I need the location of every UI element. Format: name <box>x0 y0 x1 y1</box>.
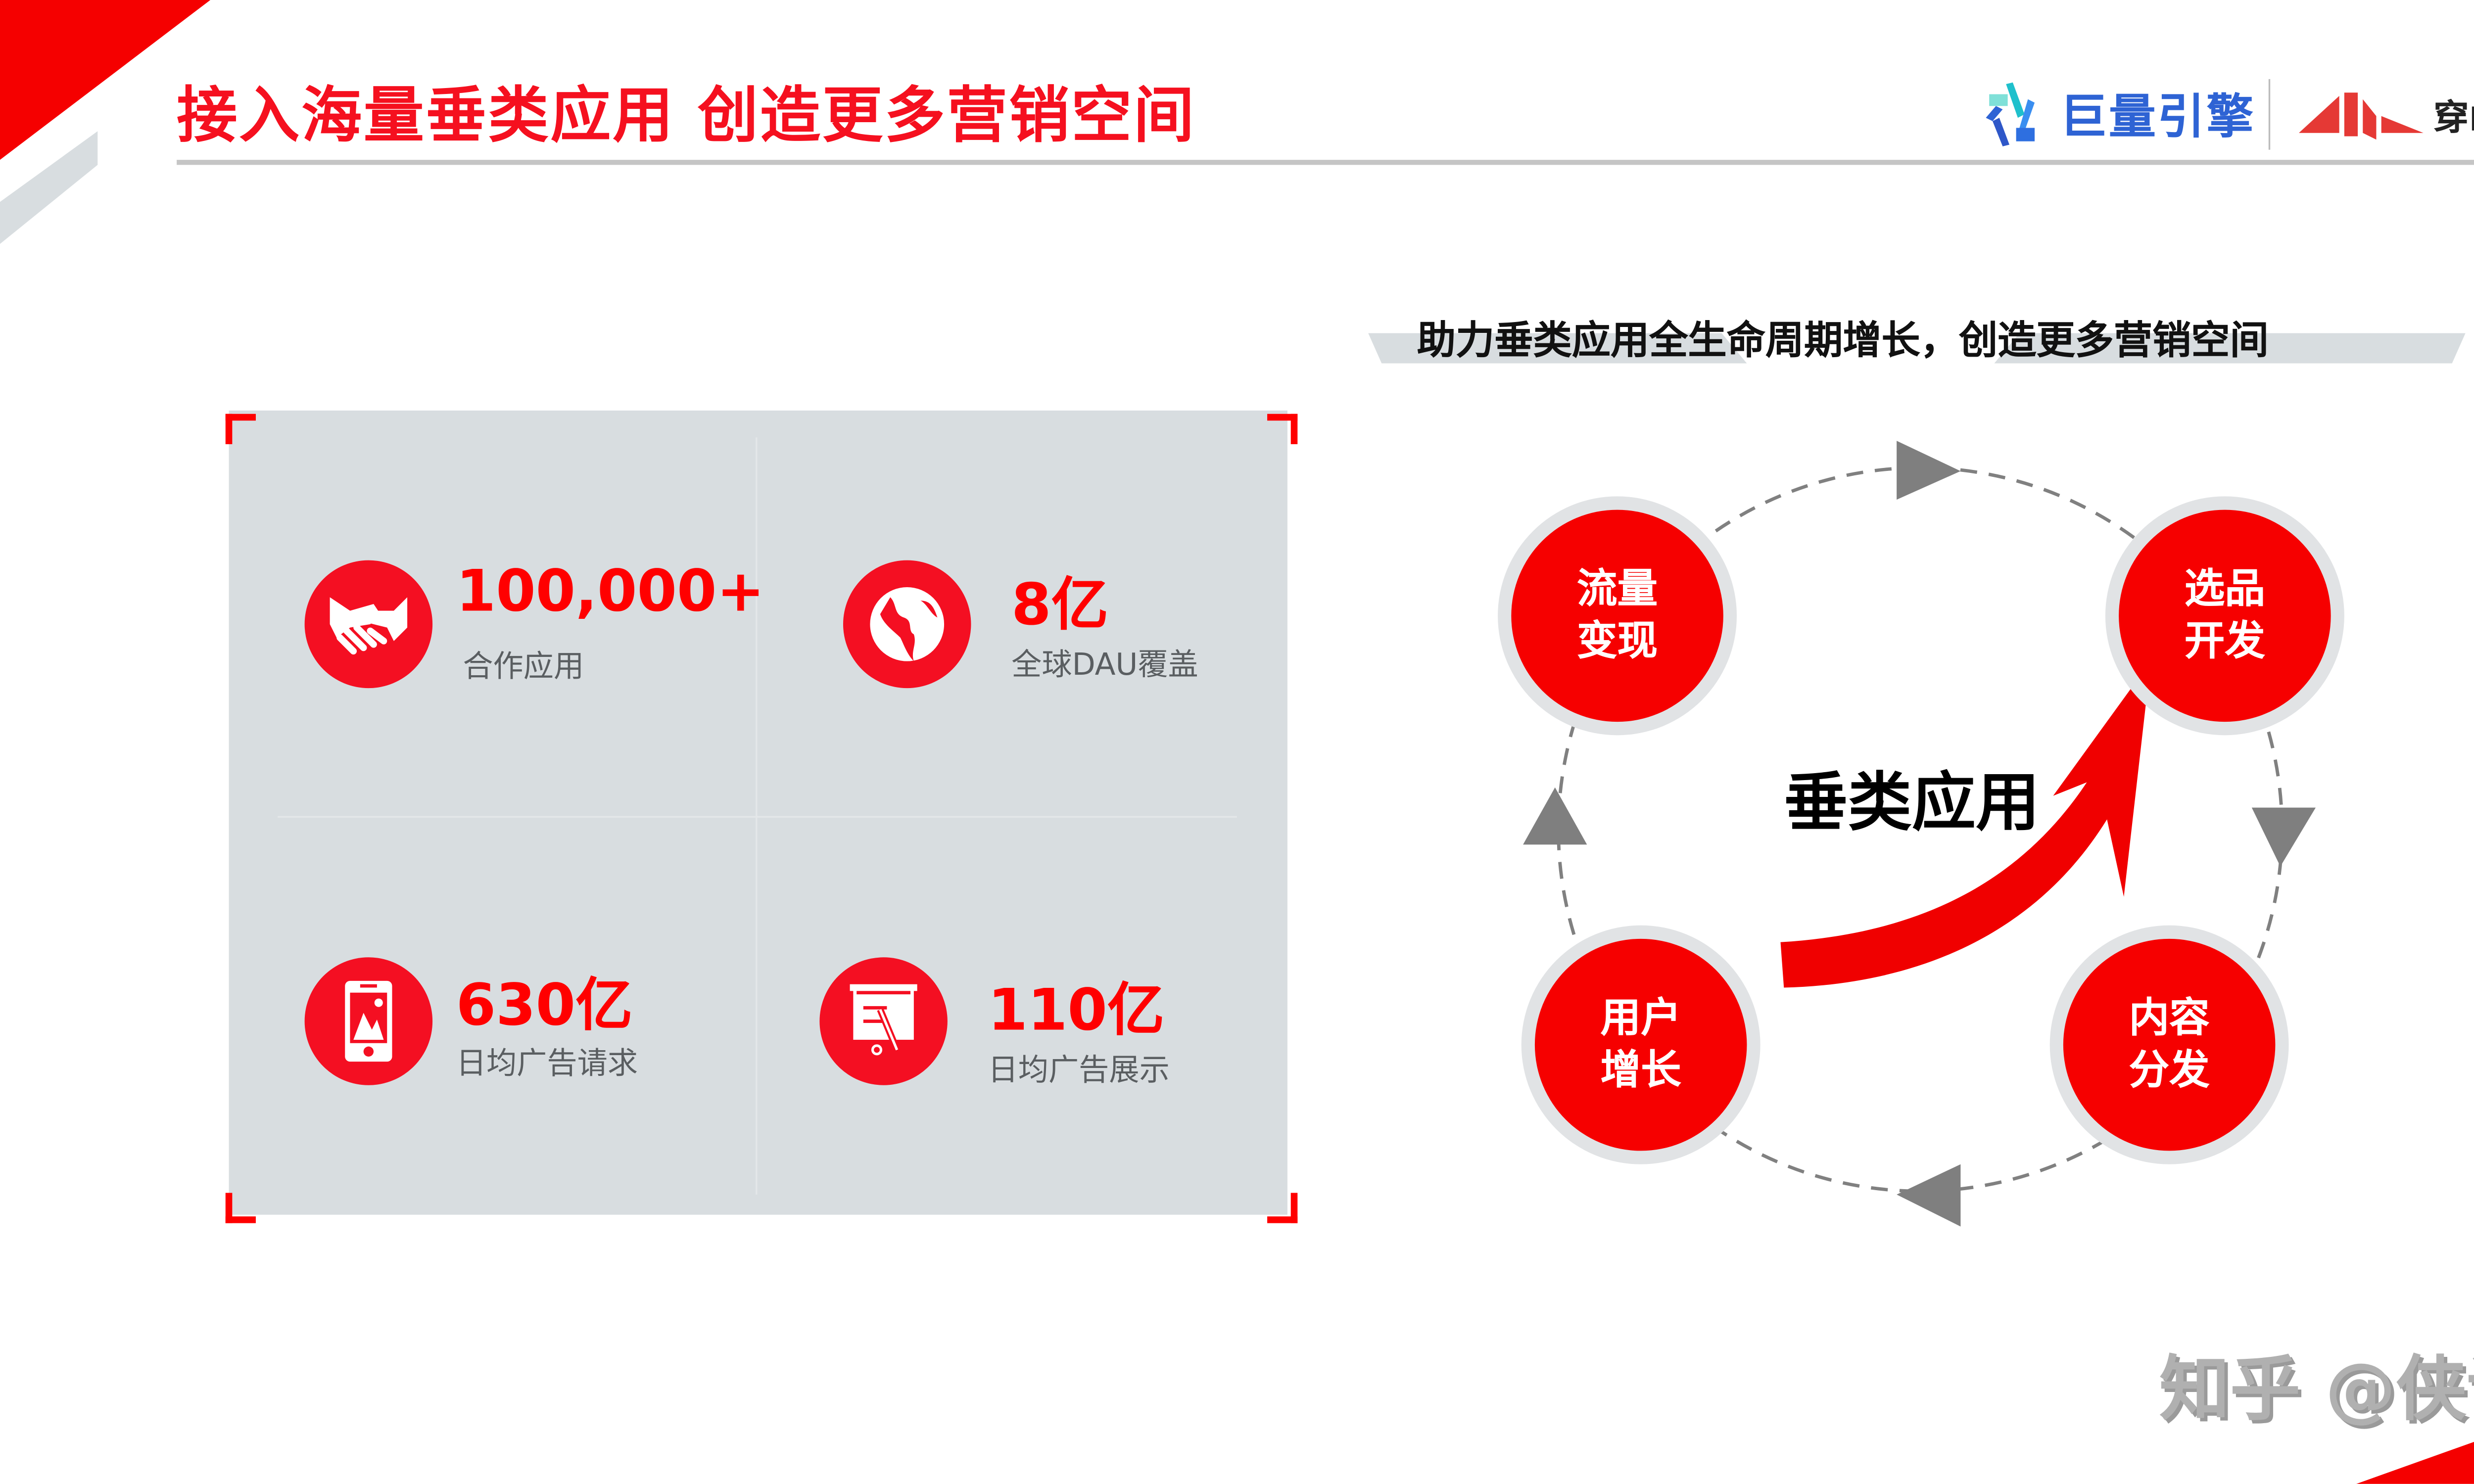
stat-label-apps: 合作应用 <box>463 649 584 685</box>
globe-icon <box>843 560 971 689</box>
stat-value-impressions: 110亿 <box>988 977 1165 1045</box>
stat-label-requests: 日均广告请求 <box>456 1046 638 1082</box>
node-label-line2: 变现 <box>1576 617 1658 665</box>
page-title: 接入海量垂类应用 创造更多营销空间 <box>177 82 1196 152</box>
corner-bracket-br <box>1267 1193 1298 1223</box>
stat-label-impressions: 日均广告展示 <box>988 1053 1170 1089</box>
arrow-down-icon <box>2251 807 2316 867</box>
node-label-line1: 流量 <box>1576 565 1658 613</box>
watermark: 知乎 @侠说 <box>2159 1347 2474 1431</box>
panel-divider-horizontal <box>278 816 1237 818</box>
node-label-line1: 用户 <box>1600 994 1681 1042</box>
header-divider <box>177 160 2474 165</box>
node-label-line2: 增长 <box>1600 1046 1681 1094</box>
logo-juliang-engine: 巨量引擎 <box>1983 81 2255 148</box>
node-content-distribution: 内容分发 <box>2063 938 2276 1151</box>
projector-screen-icon <box>819 957 948 1085</box>
node-product-development: 选品开发 <box>2119 510 2331 722</box>
stat-value-apps: 100,000+ <box>456 558 765 626</box>
logo-separator <box>2268 79 2271 150</box>
subtitle-band-right <box>1994 333 2466 370</box>
corner-bracket-tl <box>225 414 256 444</box>
arrow-up-icon <box>1523 787 1587 845</box>
corner-bracket-bl <box>225 1193 256 1223</box>
stat-value-requests: 630亿 <box>456 972 633 1040</box>
chuanshanjia-mountain-icon <box>2299 93 2424 140</box>
logo-chuanshanjia: 穿山甲 <box>2299 91 2474 141</box>
cycle-ring <box>1523 441 2316 1227</box>
node-label-line2: 分发 <box>2129 1046 2210 1094</box>
corner-stripes-bottom-right <box>2347 1424 2474 1484</box>
handshake-icon <box>304 560 433 689</box>
node-traffic-monetization: 流量变现 <box>1511 510 1723 722</box>
arrow-right-icon <box>1897 441 1961 500</box>
node-label-line1: 选品 <box>2184 565 2266 613</box>
cycle-subtitle: 助力垂类应用全生命周期增长，创造更多营销空间 <box>1417 320 2269 364</box>
logo-juliang-text: 巨量引擎 <box>2060 89 2255 145</box>
logo-chuanshanjia-text: 穿山甲 <box>2433 97 2474 138</box>
corner-stripes-top-left <box>0 0 211 244</box>
node-label-line1: 内容 <box>2129 994 2210 1042</box>
stats-panel <box>229 410 1287 1215</box>
stat-label-dau: 全球DAU覆盖 <box>1011 648 1198 683</box>
node-user-growth: 用户增长 <box>1534 938 1747 1151</box>
node-label-line2: 开发 <box>2184 617 2266 665</box>
juliang-logo-icon <box>1986 82 2035 146</box>
corner-bracket-tr <box>1267 414 1298 444</box>
smartphone-image-icon <box>304 957 433 1085</box>
arrow-left-icon <box>1897 1164 1961 1227</box>
stat-value-dau: 8亿 <box>1011 572 1109 640</box>
center-label: 垂类应用 <box>1784 765 2040 840</box>
growth-arrow-icon <box>1780 661 2151 988</box>
subtitle-band-left <box>1368 333 1747 370</box>
